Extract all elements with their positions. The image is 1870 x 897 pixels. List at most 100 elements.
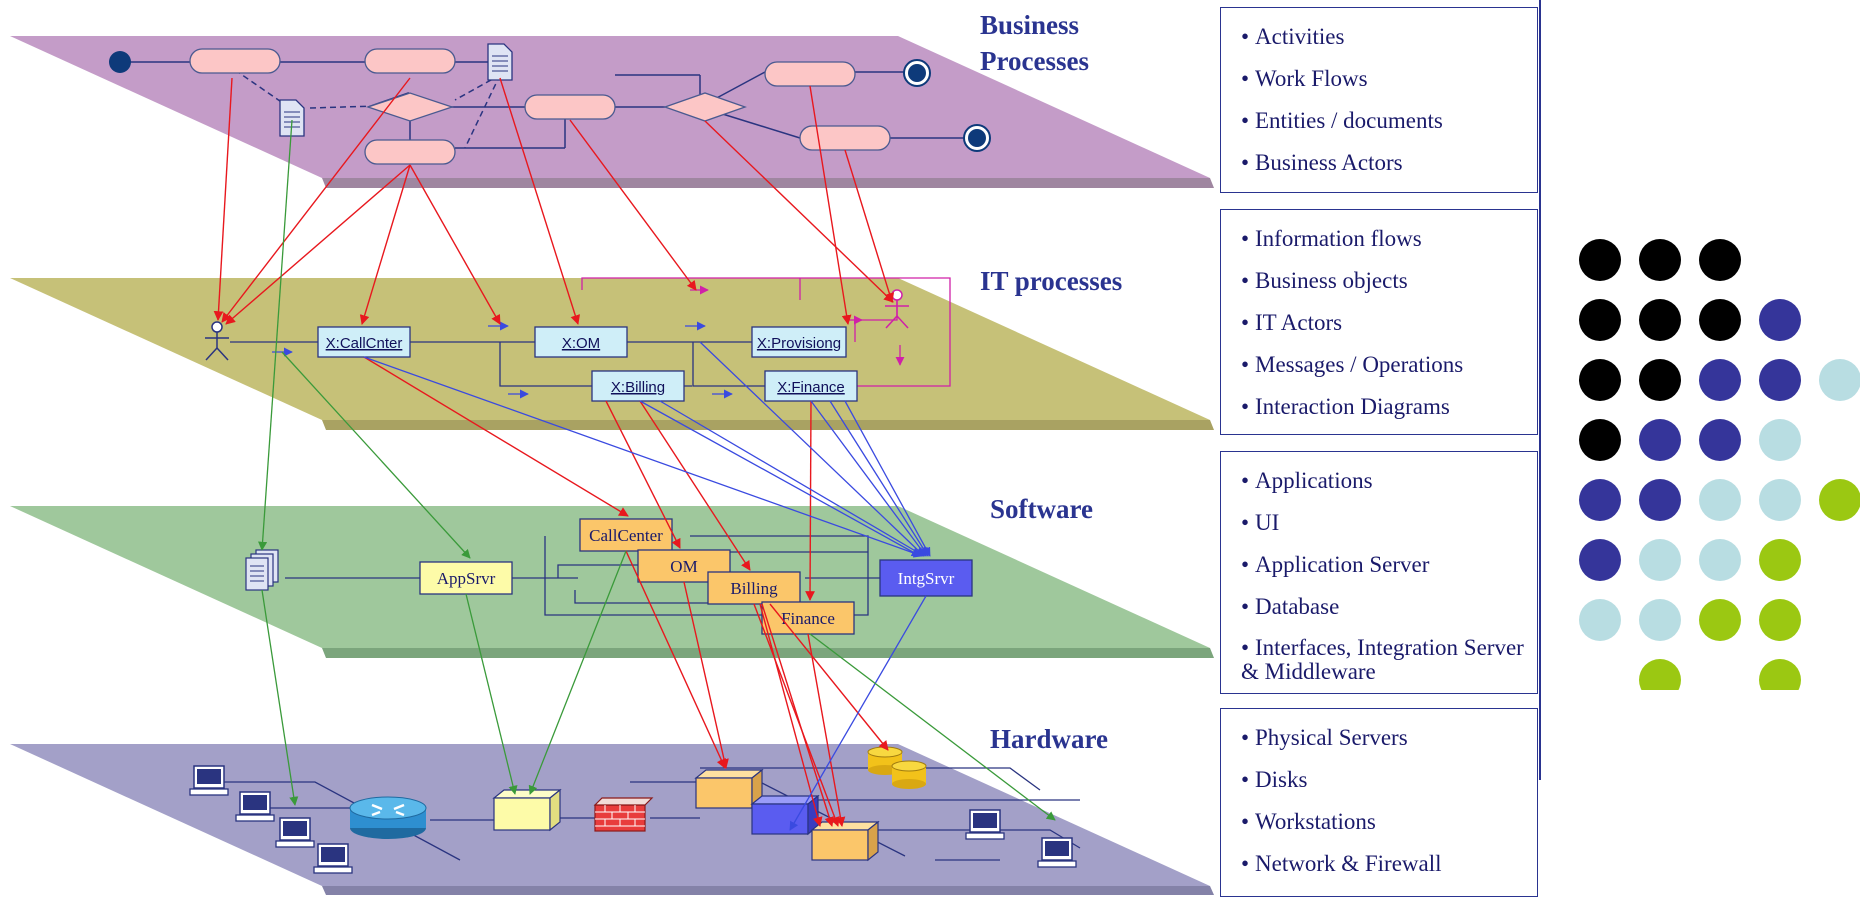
sw-node-label: CallCenter [589,526,663,545]
server-box-icon [750,794,820,836]
it-node-label: X:Billing [611,379,665,396]
it-node-label: X:Finance [777,379,845,396]
legend-item: •Messages / Operations [1241,352,1464,377]
red-mapping-arrows [213,77,895,827]
sw-node-label: OM [670,557,697,576]
hardware-legend-box: •Physical Servers •Disks •Workstations •… [1220,708,1538,897]
decorative-dot [1579,539,1621,581]
business-layer-title-line1: Business [980,10,1079,40]
it-node-finance: X:Finance [764,370,858,402]
legend-item: •Interaction Diagrams [1241,394,1450,419]
legend-item: •Interfaces, Integration Server & Middle… [1241,635,1524,684]
legend-item: •IT Actors [1241,310,1343,335]
legend-item: •Information flows [1241,226,1422,251]
workstation-icon [965,809,1005,840]
activity-node [364,139,456,165]
activity-node [364,48,456,74]
disk-icon [891,760,927,789]
firewall-icon [593,797,654,832]
decorative-dot [1639,659,1681,690]
decorative-dot [1759,539,1801,581]
document-icon [487,43,513,81]
network-lines [210,767,1081,861]
activity-node [799,125,891,151]
end-node-icon [903,59,931,87]
business-layer-title-line2: Processes [980,46,1089,76]
legend-item: •Applications [1241,468,1373,493]
end-node-icon [963,124,991,152]
decorative-dot [1699,539,1741,581]
decorative-dot [1759,419,1801,461]
hardware-layer-title: Hardware [990,724,1108,754]
it-legend-box: •Information flows •Business objects •IT… [1220,209,1538,435]
activity-node [189,48,281,74]
activity-node [524,94,616,120]
workstation-icon [275,817,315,848]
document-icon [279,99,305,137]
server-box-icon [694,768,764,810]
decorative-dot [1579,239,1621,281]
sw-node-finance: Finance [761,601,855,635]
workstation-icon [189,765,229,796]
it-node-billing: X:Billing [591,370,685,402]
blue-mapping-arrows [363,341,931,831]
decorative-dot [1819,479,1860,521]
sw-node-billing: Billing [707,571,801,605]
legend-item: •Business Actors [1241,150,1403,175]
decorative-dot [1699,239,1741,281]
decorative-dot [1579,299,1621,341]
it-layer-title: IT processes [980,266,1122,296]
actor-icon [205,321,229,361]
vertical-divider [1539,0,1541,780]
legend-item: •Entities / documents [1241,108,1443,133]
decorative-dot [1759,659,1801,690]
sw-node-label: Finance [781,609,835,628]
business-activities [189,48,891,165]
decorative-dot [1819,359,1860,401]
workstation-icon [313,843,353,874]
decorative-dot [1579,359,1621,401]
router-icon [349,796,427,839]
legend-item: •Physical Servers [1241,725,1408,750]
software-plane [10,506,1214,658]
decorative-dot [1639,299,1681,341]
decorative-dot [1759,299,1801,341]
decorative-dot [1759,479,1801,521]
decorative-dot [1579,599,1621,641]
workstation-icon [235,791,275,822]
legend-item: •Workstations [1241,809,1376,834]
sw-node-intgsrvr: IntgSrvr [879,559,973,597]
decorative-dot [1639,599,1681,641]
it-node-callcenter: X:CallCnter [317,326,411,358]
decorative-dot [1639,239,1681,281]
activity-node [764,61,856,87]
server-box-icon [810,820,880,862]
decorative-dot [1699,359,1741,401]
green-mapping-arrows [258,119,1056,821]
legend-item: •Network & Firewall [1241,851,1442,876]
legend-item: •Business objects [1241,268,1408,293]
it-node-label: X:CallCnter [326,335,403,352]
legend-item: •Database [1241,594,1340,619]
start-node-icon [109,51,131,73]
decorative-dot [1699,479,1741,521]
sw-node-label: AppSrvr [437,569,496,588]
decorative-dot-grid [1579,239,1860,690]
decorative-dot [1579,479,1621,521]
legend-item: •UI [1241,510,1280,535]
sw-node-appsrvr: AppSrvr [419,561,513,595]
decorative-dot [1699,419,1741,461]
decorative-dot [1759,599,1801,641]
decorative-dot [1639,419,1681,461]
sw-node-callcenter: CallCenter [579,518,673,552]
legend-item: •Activities [1241,24,1345,49]
it-node-om: X:OM [534,326,628,358]
software-connections [285,535,880,616]
it-node-provisioning: X:Provisiong [751,326,847,358]
app-server-box-icon [492,788,562,832]
document-stack-icon [245,549,279,591]
legend-item: •Disks [1241,767,1308,792]
decorative-dot [1639,359,1681,401]
